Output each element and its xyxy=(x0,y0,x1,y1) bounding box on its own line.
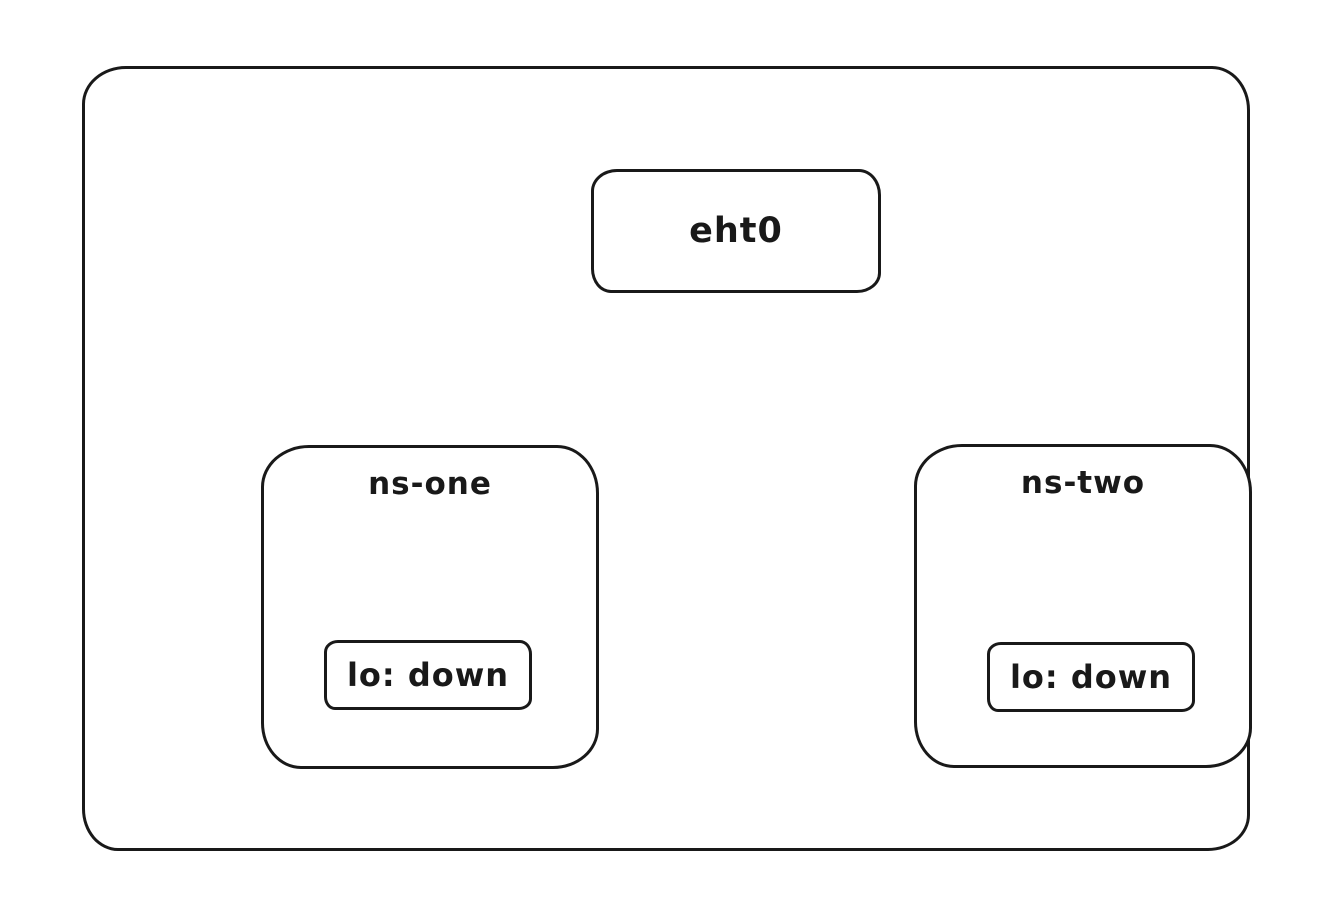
namespace-box-ns-two: ns-two lo: down xyxy=(914,444,1252,768)
namespace-label-ns-one: ns-one xyxy=(368,466,492,502)
loopback-interface-box-ns-two: lo: down xyxy=(987,642,1195,712)
host-interface-label: eht0 xyxy=(689,211,783,251)
namespace-box-ns-one: ns-one lo: down xyxy=(261,445,599,769)
namespace-label-ns-two: ns-two xyxy=(1020,465,1146,501)
loopback-interface-box-ns-one: lo: down xyxy=(324,640,532,710)
host-boundary-box: eht0 ns-one lo: down ns-two lo: down xyxy=(82,66,1252,851)
loopback-interface-label-ns-one: lo: down xyxy=(346,656,510,694)
host-interface-box: eht0 xyxy=(591,169,881,293)
loopback-interface-label-ns-two: lo: down xyxy=(1009,658,1173,696)
